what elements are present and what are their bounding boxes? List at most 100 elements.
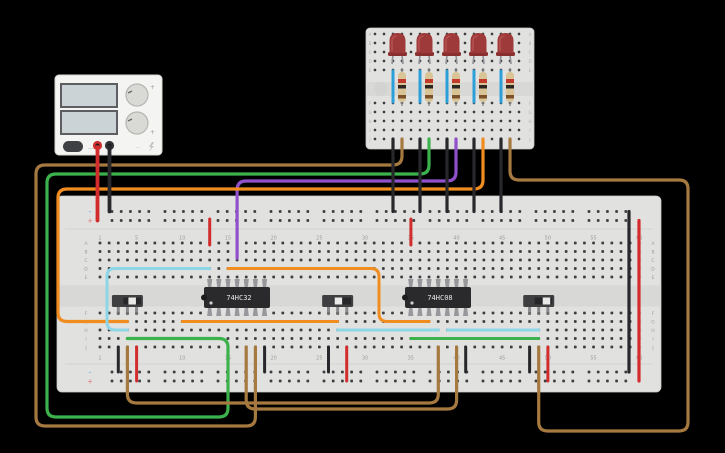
- switch-knob[interactable]: [334, 297, 343, 305]
- breadboard-hole: [382, 110, 386, 114]
- ic-74hc32[interactable]: 74HC32: [201, 279, 270, 316]
- breadboard-hole: [272, 258, 276, 262]
- breadboard-hole: [107, 337, 111, 340]
- wire-brown-led1-route[interactable]: [34, 137, 404, 428]
- breadboard-hole: [573, 275, 577, 279]
- resistor-5[interactable]: [506, 68, 514, 106]
- breadboard-hole: [596, 370, 600, 374]
- breadboard-hole: [592, 275, 595, 279]
- breadboard-hole: [126, 250, 129, 253]
- ic-body[interactable]: [405, 287, 471, 308]
- breadboard-hole: [272, 311, 276, 315]
- text-label: G: [368, 110, 371, 115]
- breadboard-hole: [555, 258, 559, 262]
- breadboard-hole: [427, 250, 431, 253]
- ic-body[interactable]: [204, 287, 270, 308]
- text-label: I: [652, 337, 653, 343]
- led-red-3[interactable]: [442, 33, 461, 65]
- wire-brown-led5-route[interactable]: [508, 137, 690, 433]
- ic-74hc08[interactable]: 74HC08: [402, 279, 471, 316]
- led-red-4[interactable]: [469, 33, 488, 65]
- breadboard-hole: [162, 241, 166, 245]
- breadboard-hole: [509, 320, 513, 323]
- breadboard-hole: [382, 128, 386, 132]
- breadboard-hole: [403, 210, 406, 213]
- breadboard-hole: [299, 328, 303, 332]
- breadboard-hole: [409, 32, 413, 36]
- breadboard-hole: [235, 337, 239, 340]
- breadboard-hole: [571, 219, 575, 222]
- resistor-4[interactable]: [479, 68, 487, 106]
- breadboard-hole: [191, 370, 194, 374]
- wire-brown-j4-j38[interactable]: [125, 345, 440, 405]
- breadboard-hole: [619, 267, 623, 270]
- led-red-2[interactable]: [415, 33, 434, 65]
- breadboard-hole: [391, 267, 394, 270]
- slide-switch-3[interactable]: [523, 295, 555, 316]
- wire-cyan-d13-h4[interactable]: [105, 267, 212, 332]
- breadboard-hole: [336, 250, 339, 253]
- breadboard-hole: [509, 210, 512, 213]
- breadboard-hole: [384, 219, 388, 222]
- power-supply[interactable]: ++...---: [54, 74, 163, 156]
- text-label: A: [651, 241, 655, 247]
- wire-purple-led3-route[interactable]: [235, 137, 458, 260]
- switch-pin: [528, 306, 532, 313]
- text-label: F: [529, 101, 532, 106]
- power-button[interactable]: [63, 141, 83, 152]
- text-label: B: [529, 41, 532, 46]
- resistor-3[interactable]: [452, 68, 460, 106]
- breadboard-hole: [290, 250, 294, 253]
- breadboard-hole: [200, 370, 204, 374]
- breadboard-hole: [491, 241, 495, 245]
- breadboard-hole: [288, 219, 291, 222]
- breadboard-hole: [473, 241, 477, 245]
- breadboard-hole: [263, 337, 266, 340]
- breadboard-hole: [363, 275, 367, 279]
- breadboard-hole: [135, 241, 138, 245]
- ic-notch: [402, 294, 408, 301]
- breadboard-hole: [254, 337, 257, 340]
- breadboard-hole: [418, 345, 422, 349]
- breadboard-hole: [583, 275, 586, 279]
- current-knob[interactable]: [125, 111, 149, 135]
- breadboard-hole: [491, 275, 495, 279]
- breadboard-hole: [596, 210, 600, 213]
- breadboard-hole: [153, 328, 157, 332]
- breadboard-hole: [436, 59, 440, 63]
- switch-knob[interactable]: [128, 297, 136, 305]
- voltage-knob[interactable]: [125, 83, 149, 107]
- breadboard-hole: [418, 250, 422, 253]
- breadboard-hole: [244, 219, 247, 222]
- led-red-5[interactable]: [496, 33, 515, 65]
- slide-switch-2[interactable]: [322, 295, 354, 316]
- breadboard-hole: [163, 210, 167, 213]
- breadboard-hole: [546, 337, 550, 340]
- breadboard-hole: [571, 370, 575, 374]
- resistor-2[interactable]: [425, 68, 433, 106]
- resistor-1[interactable]: [398, 68, 406, 106]
- breadboard-hole: [163, 379, 167, 383]
- text-label: A: [369, 32, 372, 37]
- breadboard-hole: [391, 311, 394, 315]
- breadboard-hole: [610, 311, 614, 315]
- breadboard-hole: [345, 275, 349, 279]
- switch-knob[interactable]: [542, 297, 551, 305]
- breadboard-hole: [199, 258, 202, 262]
- breadboard-hole: [281, 328, 285, 332]
- slide-switch-1[interactable]: [111, 295, 143, 316]
- breadboard-hole: [308, 258, 312, 262]
- breadboard-hole: [372, 320, 376, 323]
- breadboard-hole: [299, 337, 303, 340]
- led-red-1[interactable]: [388, 33, 407, 65]
- wire-orange-d15-g37[interactable]: [226, 267, 431, 323]
- breadboard-hole: [619, 241, 623, 245]
- breadboard-hole: [624, 379, 628, 383]
- breadboard-hole: [180, 328, 184, 332]
- breadboard-hole: [147, 210, 151, 213]
- wire-orange-led4-route[interactable]: [56, 137, 485, 324]
- breadboard-hole: [583, 258, 586, 262]
- wire-brown-j17-j40[interactable]: [244, 345, 459, 411]
- breadboard-hole: [490, 137, 494, 141]
